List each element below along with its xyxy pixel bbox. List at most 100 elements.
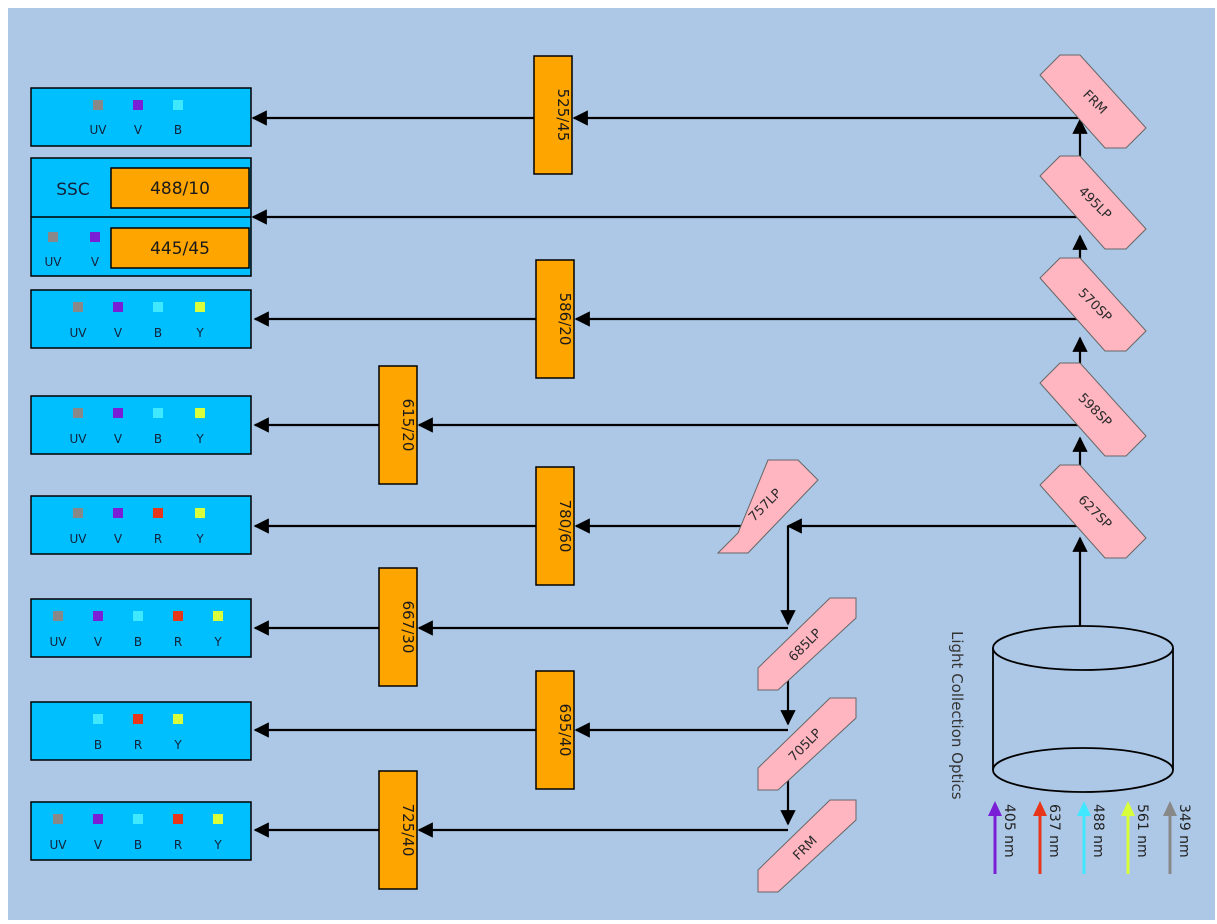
filter-label: 445/45 xyxy=(150,239,210,259)
laser-square-y xyxy=(213,611,223,621)
laser-405-arrow: 405 nm xyxy=(988,801,1017,874)
detector-row-4: UV V B Y xyxy=(30,395,252,455)
laser-label-561: 561 nm xyxy=(1134,804,1150,858)
laser-square-b xyxy=(93,714,103,724)
ssc-label: SSC xyxy=(56,180,89,200)
laser-label: V xyxy=(114,326,123,340)
laser-square-v xyxy=(113,508,123,518)
laser-349-arrow: 349 nm xyxy=(1163,801,1192,874)
laser-square-uv xyxy=(53,611,63,621)
filter-label: 667/30 xyxy=(399,601,417,654)
optical-layout-diagram: UV V B SSC 488/10 UV V 445/45 UV V B Y U… xyxy=(8,8,1215,920)
laser-label: UV xyxy=(45,255,63,269)
laser-square-uv xyxy=(73,302,83,312)
laser-square-y xyxy=(195,508,205,518)
laser-label-405: 405 nm xyxy=(1001,804,1017,858)
detector-row-7: B R Y xyxy=(30,701,252,761)
laser-square-uv xyxy=(73,508,83,518)
laser-label: Y xyxy=(173,738,182,752)
mirror-685lp: 685LP xyxy=(757,597,857,691)
laser-label: V xyxy=(114,432,123,446)
laser-square-uv xyxy=(93,100,103,110)
mirror-495lp: 495LP xyxy=(1039,155,1147,250)
detector-row-2: SSC 488/10 UV V 445/45 xyxy=(30,157,252,277)
diagram-canvas: UV V B SSC 488/10 UV V 445/45 UV V B Y U… xyxy=(30,54,1192,893)
laser-square-b xyxy=(173,100,183,110)
laser-square-y xyxy=(213,814,223,824)
laser-square-y xyxy=(195,302,205,312)
ssc-filter-label: 488/10 xyxy=(150,179,210,199)
laser-label: Y xyxy=(195,326,204,340)
laser-label: Y xyxy=(195,532,204,546)
detector-box xyxy=(30,495,252,555)
detector-box xyxy=(30,598,252,658)
mirror-frm-top: FRM xyxy=(1039,54,1147,149)
filter-label: 586/20 xyxy=(556,293,574,346)
laser-square-r xyxy=(173,814,183,824)
laser-label: V xyxy=(114,532,123,546)
laser-label: V xyxy=(94,635,103,649)
laser-label: R xyxy=(154,532,162,546)
detector-row-1: UV V B xyxy=(30,87,252,147)
laser-label: B xyxy=(154,326,162,340)
laser-label: B xyxy=(134,838,142,852)
filter-725: 725/40 xyxy=(378,770,418,890)
laser-label: B xyxy=(174,123,182,137)
detector-box xyxy=(30,801,252,861)
laser-label: B xyxy=(154,432,162,446)
laser-label: R xyxy=(174,635,182,649)
laser-square-v xyxy=(90,232,100,242)
filter-586: 586/20 xyxy=(535,259,575,379)
filter-525: 525/45 xyxy=(533,55,573,175)
laser-label: V xyxy=(94,838,103,852)
detector-row-3: UV V B Y xyxy=(30,289,252,349)
laser-label-349: 349 nm xyxy=(1176,804,1192,858)
detector-box xyxy=(30,87,252,147)
laser-square-r xyxy=(173,611,183,621)
laser-label: UV xyxy=(50,635,68,649)
detector-box xyxy=(30,395,252,455)
filter-445 xyxy=(110,227,250,269)
laser-label: R xyxy=(174,838,182,852)
filter-label: 725/40 xyxy=(399,804,417,857)
laser-square-b xyxy=(133,611,143,621)
mirror-705lp: 705LP xyxy=(757,697,857,791)
laser-square-b xyxy=(133,814,143,824)
detector-box xyxy=(30,289,252,349)
mirror-598sp: 598SP xyxy=(1039,362,1147,457)
laser-label-488: 488 nm xyxy=(1090,804,1106,858)
laser-label: UV xyxy=(70,326,88,340)
laser-square-v xyxy=(133,100,143,110)
laser-label: B xyxy=(134,635,142,649)
laser-square-v xyxy=(113,302,123,312)
filter-label: 525/45 xyxy=(554,89,572,142)
laser-label: B xyxy=(94,738,102,752)
filter-695: 695/40 xyxy=(535,670,575,790)
laser-561-arrow: 561 nm xyxy=(1121,801,1150,874)
laser-label: V xyxy=(91,255,100,269)
laser-label: Y xyxy=(195,432,204,446)
laser-label: UV xyxy=(90,123,108,137)
mirror-757lp: 757LP xyxy=(716,459,819,554)
laser-label: Y xyxy=(213,838,222,852)
ssc-filter xyxy=(110,167,250,209)
laser-488-arrow: 488 nm xyxy=(1077,801,1106,874)
filter-780: 780/60 xyxy=(535,466,575,586)
laser-label: UV xyxy=(70,432,88,446)
light-collection-cylinder xyxy=(992,625,1174,793)
laser-square-v xyxy=(113,408,123,418)
filter-label: 615/20 xyxy=(399,399,417,452)
light-collection-label: Light Collection Optics xyxy=(948,631,966,800)
filter-615: 615/20 xyxy=(378,365,418,485)
detector-box xyxy=(30,701,252,761)
mirror-frm-bottom: FRM xyxy=(757,799,857,893)
mirror-627sp: 627SP xyxy=(1039,464,1147,559)
laser-label-637: 637 nm xyxy=(1046,804,1062,858)
filter-667: 667/30 xyxy=(378,567,418,687)
laser-label: UV xyxy=(70,532,88,546)
filter-label: 695/40 xyxy=(556,704,574,757)
beam-paths xyxy=(251,110,1088,838)
laser-square-b xyxy=(153,408,163,418)
laser-square-uv xyxy=(53,814,63,824)
laser-square-y xyxy=(195,408,205,418)
